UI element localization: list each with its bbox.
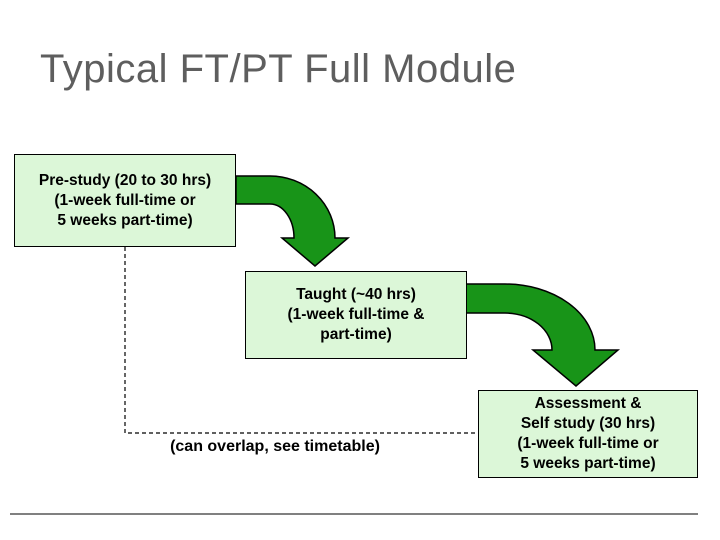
box-assessment-line: (1-week full-time or xyxy=(517,435,659,452)
box-pre-study-line: 5 weeks part-time) xyxy=(57,211,193,229)
box-pre-study-line: (1-week full-time or xyxy=(54,191,196,209)
box-pre-study-line: Pre-study (20 to 30 hrs) xyxy=(38,171,212,189)
box-assessment: Assessment & Self study (30 hrs) (1-week… xyxy=(478,390,698,478)
box-pre-study: Pre-study (20 to 30 hrs) (1-week full-ti… xyxy=(14,154,236,247)
overlap-dashed-connector xyxy=(124,247,478,434)
arrow-prestudy-to-taught-icon xyxy=(235,175,351,267)
footer-divider xyxy=(10,513,698,515)
box-assessment-line: Self study (30 hrs) xyxy=(520,415,656,432)
overlap-note: (can overlap, see timetable) xyxy=(170,438,380,455)
box-taught: Taught (~40 hrs) (1-week full-time & par… xyxy=(245,271,467,359)
slide-title: Typical FT/PT Full Module xyxy=(40,47,517,91)
box-taught-line: Taught (~40 hrs) xyxy=(296,286,416,303)
box-assessment-line: Assessment & xyxy=(534,395,642,412)
box-assessment-line: 5 weeks part-time) xyxy=(520,455,656,472)
arrow-taught-to-assessment-icon xyxy=(465,283,621,387)
box-taught-line: part-time) xyxy=(320,326,392,343)
box-taught-line: (1-week full-time & xyxy=(287,306,425,323)
